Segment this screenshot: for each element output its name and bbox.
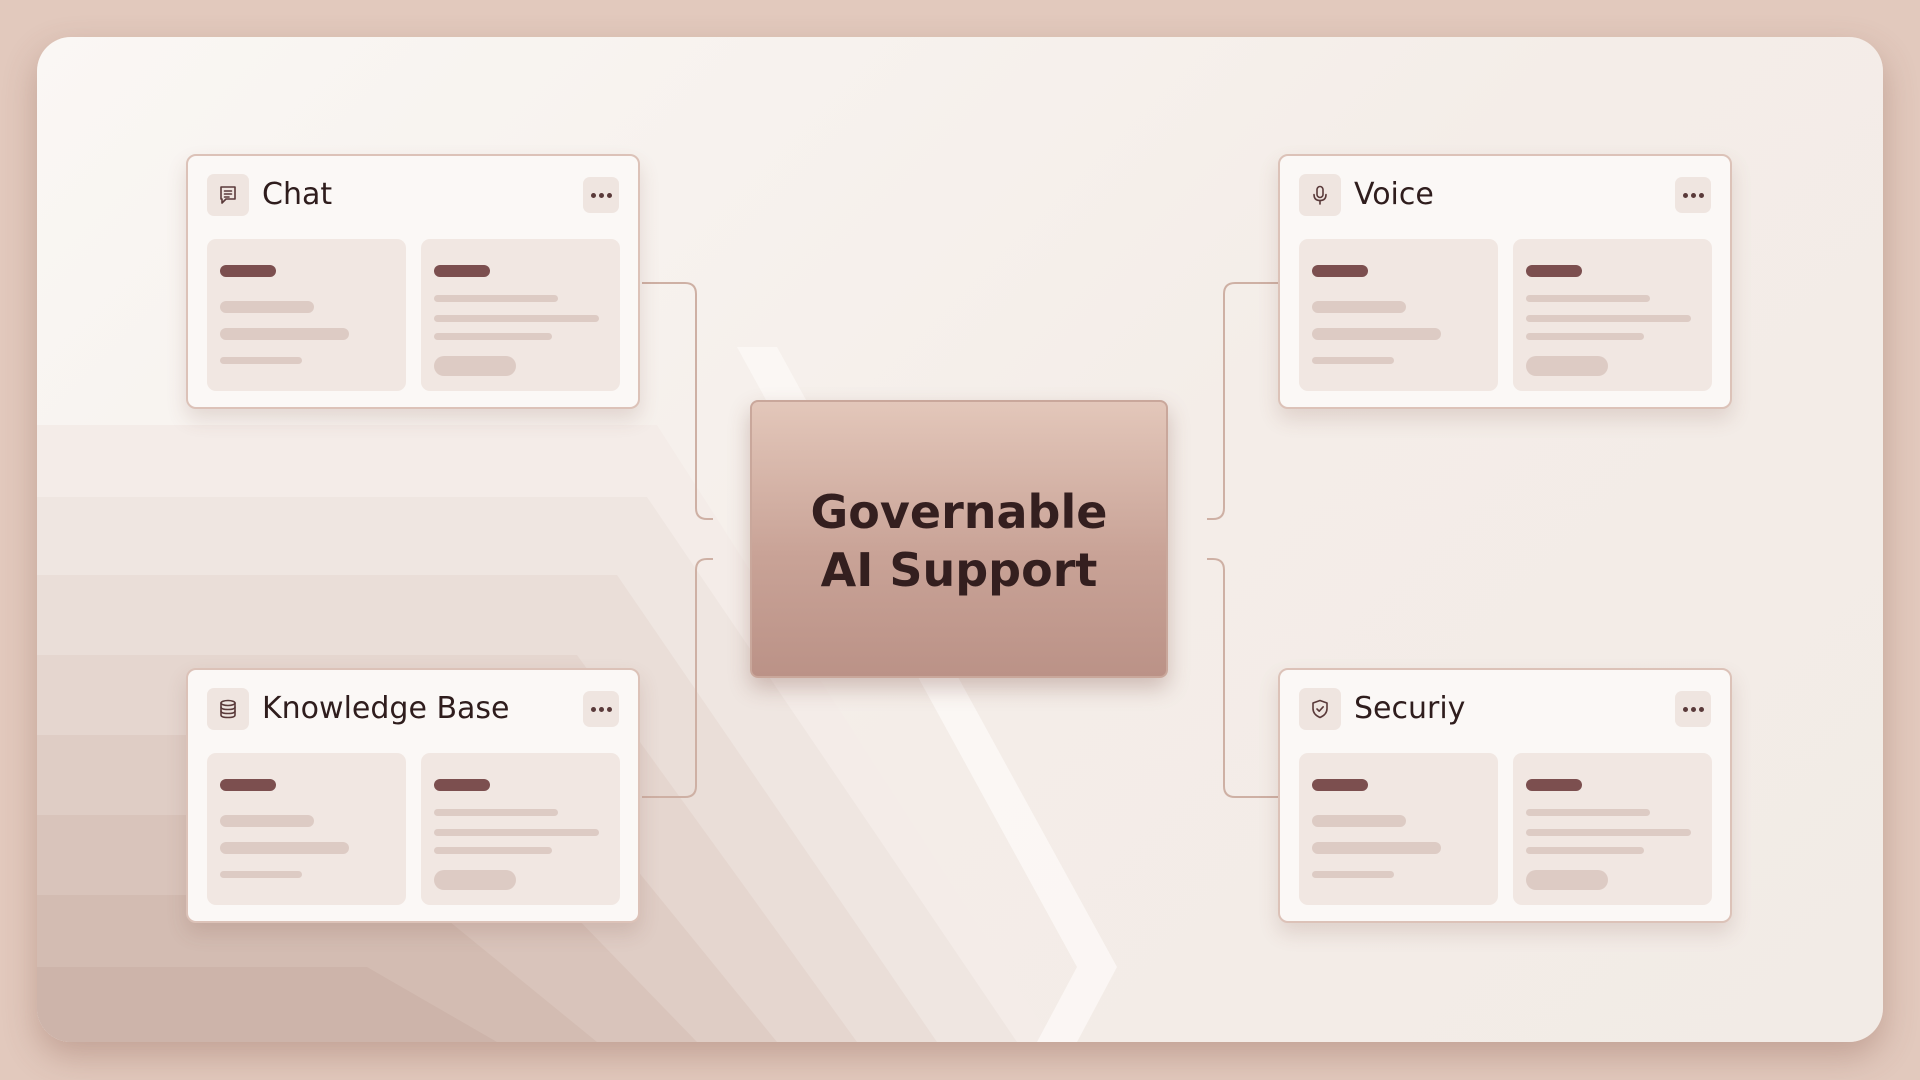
card-title: Voice <box>1354 177 1434 212</box>
card-title: Chat <box>262 177 333 212</box>
more-options-icon[interactable] <box>1675 177 1711 213</box>
card-header: Knowledge Base <box>207 688 619 730</box>
placeholder-panel <box>421 239 620 391</box>
placeholder-panel <box>1299 239 1498 391</box>
hub-title-line-1: Governable <box>810 485 1108 539</box>
connector-lines <box>642 282 1278 798</box>
hub-title-line-2: AI Support <box>820 543 1098 597</box>
placeholder-panel <box>1299 753 1498 905</box>
central-hub-box: Governable AI Support <box>750 400 1168 678</box>
placeholder-panel <box>1513 239 1712 391</box>
more-options-icon[interactable] <box>1675 691 1711 727</box>
microphone-icon <box>1299 174 1341 216</box>
connector-knowledge <box>642 558 713 798</box>
card-header: Voice <box>1299 174 1711 216</box>
card-title: Securiy <box>1354 691 1466 726</box>
knowledge-base-card[interactable]: Knowledge Base <box>186 668 640 923</box>
connector-security <box>1207 558 1278 798</box>
chat-document-icon <box>207 174 249 216</box>
connector-chat <box>642 282 713 520</box>
more-options-icon[interactable] <box>583 177 619 213</box>
connector-voice <box>1207 282 1278 520</box>
placeholder-panel <box>207 239 406 391</box>
placeholder-panel <box>421 753 620 905</box>
more-options-icon[interactable] <box>583 691 619 727</box>
card-title: Knowledge Base <box>262 691 510 726</box>
security-card[interactable]: Securiy <box>1278 668 1732 923</box>
placeholder-panel <box>207 753 406 905</box>
card-header: Securiy <box>1299 688 1711 730</box>
database-icon <box>207 688 249 730</box>
placeholder-panel <box>1513 753 1712 905</box>
chat-card[interactable]: Chat <box>186 154 640 409</box>
diagram-canvas: Chat <box>37 37 1883 1042</box>
shield-check-icon <box>1299 688 1341 730</box>
voice-card[interactable]: Voice <box>1278 154 1732 409</box>
card-header: Chat <box>207 174 619 216</box>
